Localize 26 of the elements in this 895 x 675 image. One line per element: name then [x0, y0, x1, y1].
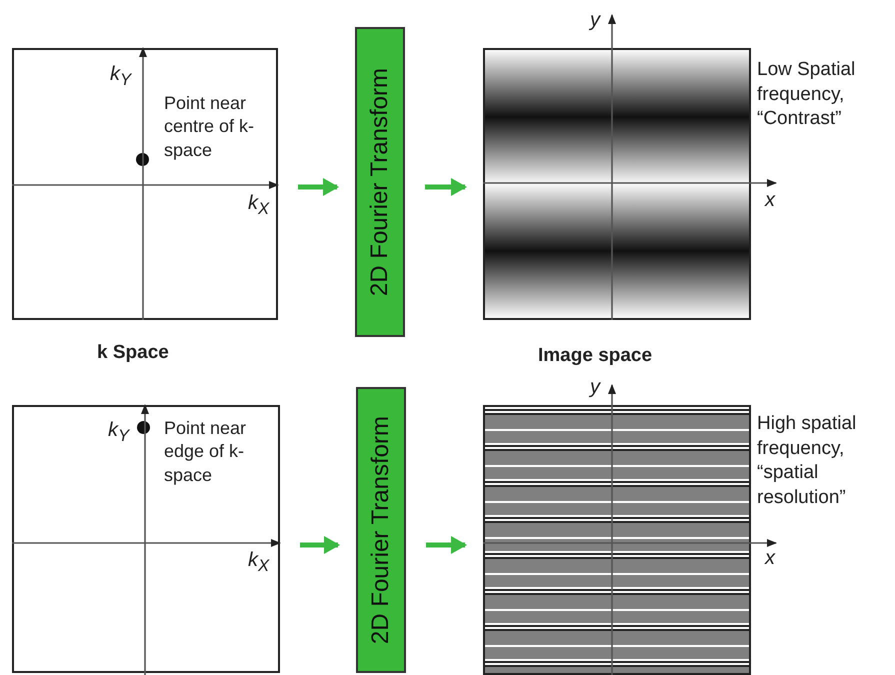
arrow [300, 536, 340, 554]
axis-label: k$_{Y}$ [108, 420, 130, 445]
annotation-text: Point near centre of k-space [164, 92, 256, 162]
axis-label: y [590, 377, 600, 397]
process-box [356, 387, 406, 673]
axis-label: k$_{Y}$ [110, 64, 132, 89]
process-label: 2D Fourier Transform [367, 416, 395, 644]
axis-label: x [765, 548, 775, 568]
arrow [426, 536, 467, 554]
stripe-pattern-image [483, 405, 751, 675]
axis-label: y [590, 10, 600, 30]
caption-text: Low Spatial frequency, “Contrast” [757, 58, 856, 132]
axis-label: k$_{X}$ [248, 550, 270, 575]
axis-label: k$_{X}$ [248, 193, 270, 218]
stripe-pattern-image [483, 48, 751, 320]
process-box [355, 27, 405, 337]
axis-label: x [765, 190, 775, 210]
panel-title: Image space [538, 346, 652, 365]
panel-title: k Space [97, 343, 169, 362]
plot-frame [12, 405, 280, 673]
annotation-text: Point near edge of k-space [164, 417, 248, 487]
caption-text: High spatial frequency, “spatial resolution” [757, 412, 858, 510]
process-label: 2D Fourier Transform [366, 68, 394, 296]
arrow [425, 178, 467, 196]
plot-frame [12, 48, 278, 320]
arrow [298, 178, 339, 196]
